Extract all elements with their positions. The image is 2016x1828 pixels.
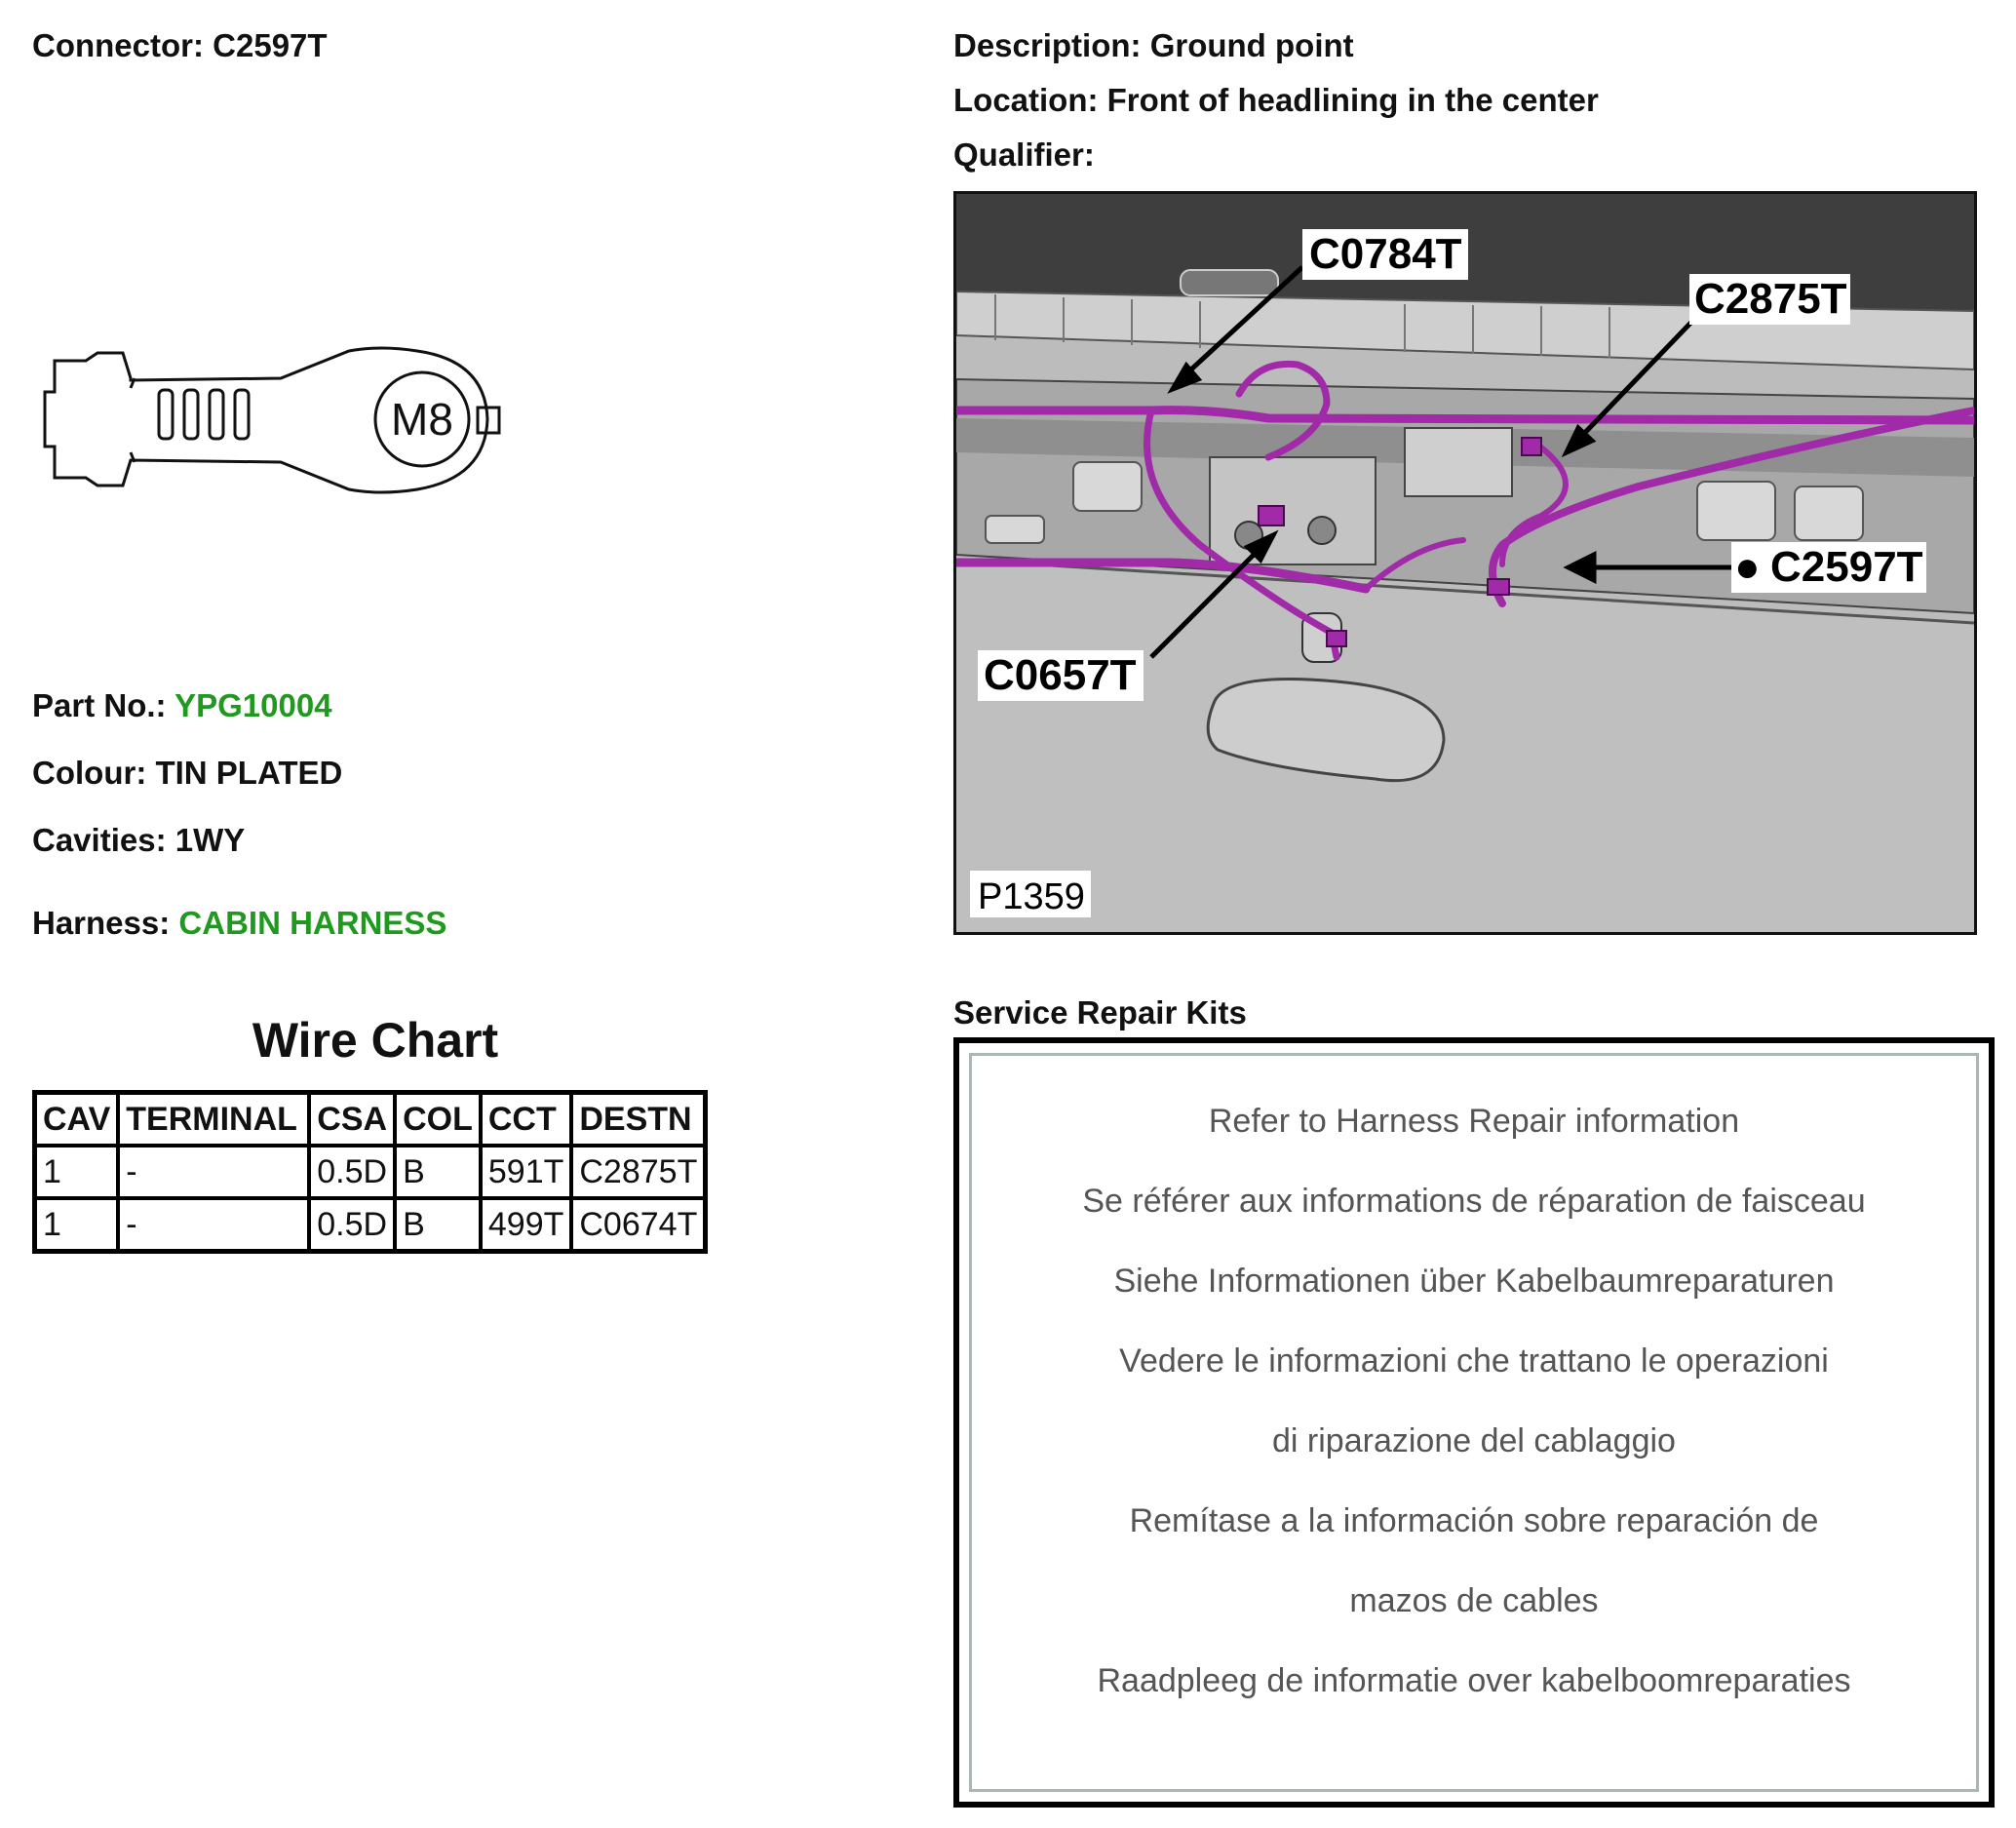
cell-csa: 0.5D	[307, 1196, 398, 1254]
column-header-destn: DESTN	[569, 1090, 708, 1147]
repair-line-it-1: Vedere le informazioni che trattano le o…	[1119, 1342, 1829, 1380]
cell-cct: 591T	[478, 1144, 574, 1200]
cavities-label: Cavities: 1WY	[32, 822, 246, 858]
part-number-row: Part No.: YPG10004	[32, 687, 332, 724]
table-row: 1 - 0.5D B 499T C0674T	[32, 1196, 708, 1254]
repair-line-de: Siehe Informationen über Kabelbaumrepara…	[1113, 1263, 1835, 1300]
callout-c2597t: C2597T	[1770, 543, 1923, 591]
harness-link[interactable]: CABIN HARNESS	[178, 905, 447, 941]
stud-size-label: M8	[391, 394, 453, 445]
cell-col: B	[393, 1196, 483, 1254]
cell-terminal: -	[116, 1144, 312, 1200]
table-row: 1 - 0.5D B 591T C2875T	[32, 1144, 708, 1200]
cell-destn[interactable]: C0674T	[569, 1196, 708, 1254]
column-header-col: COL	[393, 1090, 483, 1147]
qualifier-label: Qualifier:	[953, 136, 1095, 173]
description-label: Description: Ground point	[953, 27, 1354, 63]
active-marker-icon: ●	[1734, 543, 1761, 591]
part-number-label: Part No.:	[32, 687, 175, 723]
cell-csa: 0.5D	[307, 1144, 398, 1200]
wire-chart-title: Wire Chart	[252, 1013, 499, 1068]
repair-line-en: Refer to Harness Repair information	[1208, 1103, 1740, 1140]
repair-line-nl: Raadpleeg de informatie over kabelboomre…	[1097, 1662, 1851, 1699]
cell-col: B	[393, 1144, 483, 1200]
column-header-cct: CCT	[478, 1090, 574, 1147]
callout-c2875t: C2875T	[1694, 275, 1847, 323]
table-header-row: CAV TERMINAL CSA COL CCT DESTN	[32, 1090, 708, 1147]
cell-cav: 1	[32, 1144, 121, 1200]
cell-destn[interactable]: C2875T	[569, 1144, 708, 1200]
service-repair-kits-panel: Refer to Harness Repair information Se r…	[969, 1053, 1979, 1792]
location-illustration: C0784T C2875T ● C2597T C0657T P1359	[953, 191, 1977, 935]
column-header-terminal: TERMINAL	[116, 1090, 312, 1147]
repair-line-fr: Se référer aux informations de réparatio…	[1082, 1183, 1866, 1220]
wire-chart-table: CAV TERMINAL CSA COL CCT DESTN 1 - 0.5D …	[32, 1090, 709, 1254]
location-label: Location: Front of headlining in the cen…	[953, 82, 1599, 118]
column-header-csa: CSA	[307, 1090, 398, 1147]
service-repair-kits-box: Refer to Harness Repair information Se r…	[953, 1037, 1995, 1808]
cell-cct: 499T	[478, 1196, 574, 1254]
figure-id-label: P1359	[978, 876, 1085, 917]
ring-terminal-drawing: M8	[43, 346, 501, 494]
cell-terminal: -	[116, 1196, 312, 1254]
repair-line-it-2: di riparazione del cablaggio	[1272, 1422, 1676, 1459]
headlining-diagram: C0784T C2875T ● C2597T C0657T P1359	[956, 194, 1974, 932]
callout-c0784t: C0784T	[1309, 230, 1462, 278]
colour-label: Colour: TIN PLATED	[32, 755, 343, 791]
column-header-cav: CAV	[32, 1090, 121, 1147]
connector-label: Connector: C2597T	[32, 27, 328, 63]
harness-label: Harness:	[32, 905, 179, 941]
repair-line-es-1: Remítase a la información sobre reparaci…	[1129, 1502, 1819, 1539]
cell-cav: 1	[32, 1196, 121, 1254]
repair-line-es-2: mazos de cables	[1349, 1582, 1599, 1619]
callout-c0657t: C0657T	[984, 651, 1137, 699]
service-repair-kits-title: Service Repair Kits	[953, 994, 1247, 1031]
harness-row: Harness: CABIN HARNESS	[32, 905, 446, 942]
part-number-link[interactable]: YPG10004	[174, 687, 332, 723]
